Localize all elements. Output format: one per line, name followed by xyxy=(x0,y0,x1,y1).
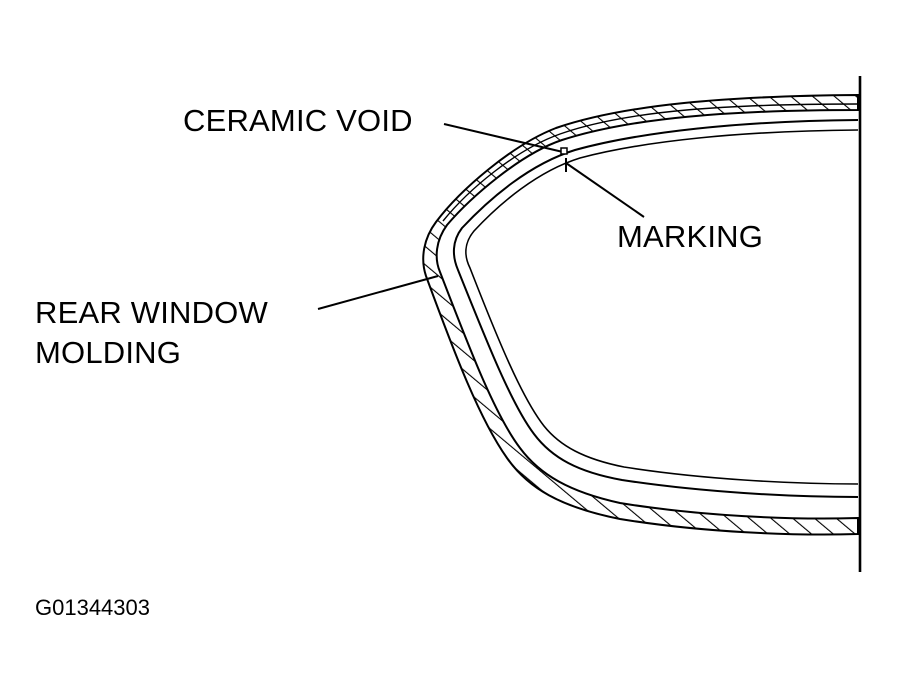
rear-window-molding-label-line2: MOLDING xyxy=(35,335,182,370)
rear-window-molding-label-line1: REAR WINDOW xyxy=(35,295,268,330)
rear-window-molding-band xyxy=(422,93,859,536)
figure-id: G01344303 xyxy=(35,595,150,620)
glass-edge-inner xyxy=(465,129,859,485)
ceramic-void-marker xyxy=(560,147,568,155)
marking-label: MARKING xyxy=(617,219,764,254)
leader-marking xyxy=(565,162,645,218)
molding-outer-lip xyxy=(442,103,859,222)
leader-ceramic-void xyxy=(443,123,564,153)
leader-rear-window-molding xyxy=(317,275,439,310)
glass-edge-outer xyxy=(452,119,859,498)
ceramic-void-label: CERAMIC VOID xyxy=(183,103,413,138)
